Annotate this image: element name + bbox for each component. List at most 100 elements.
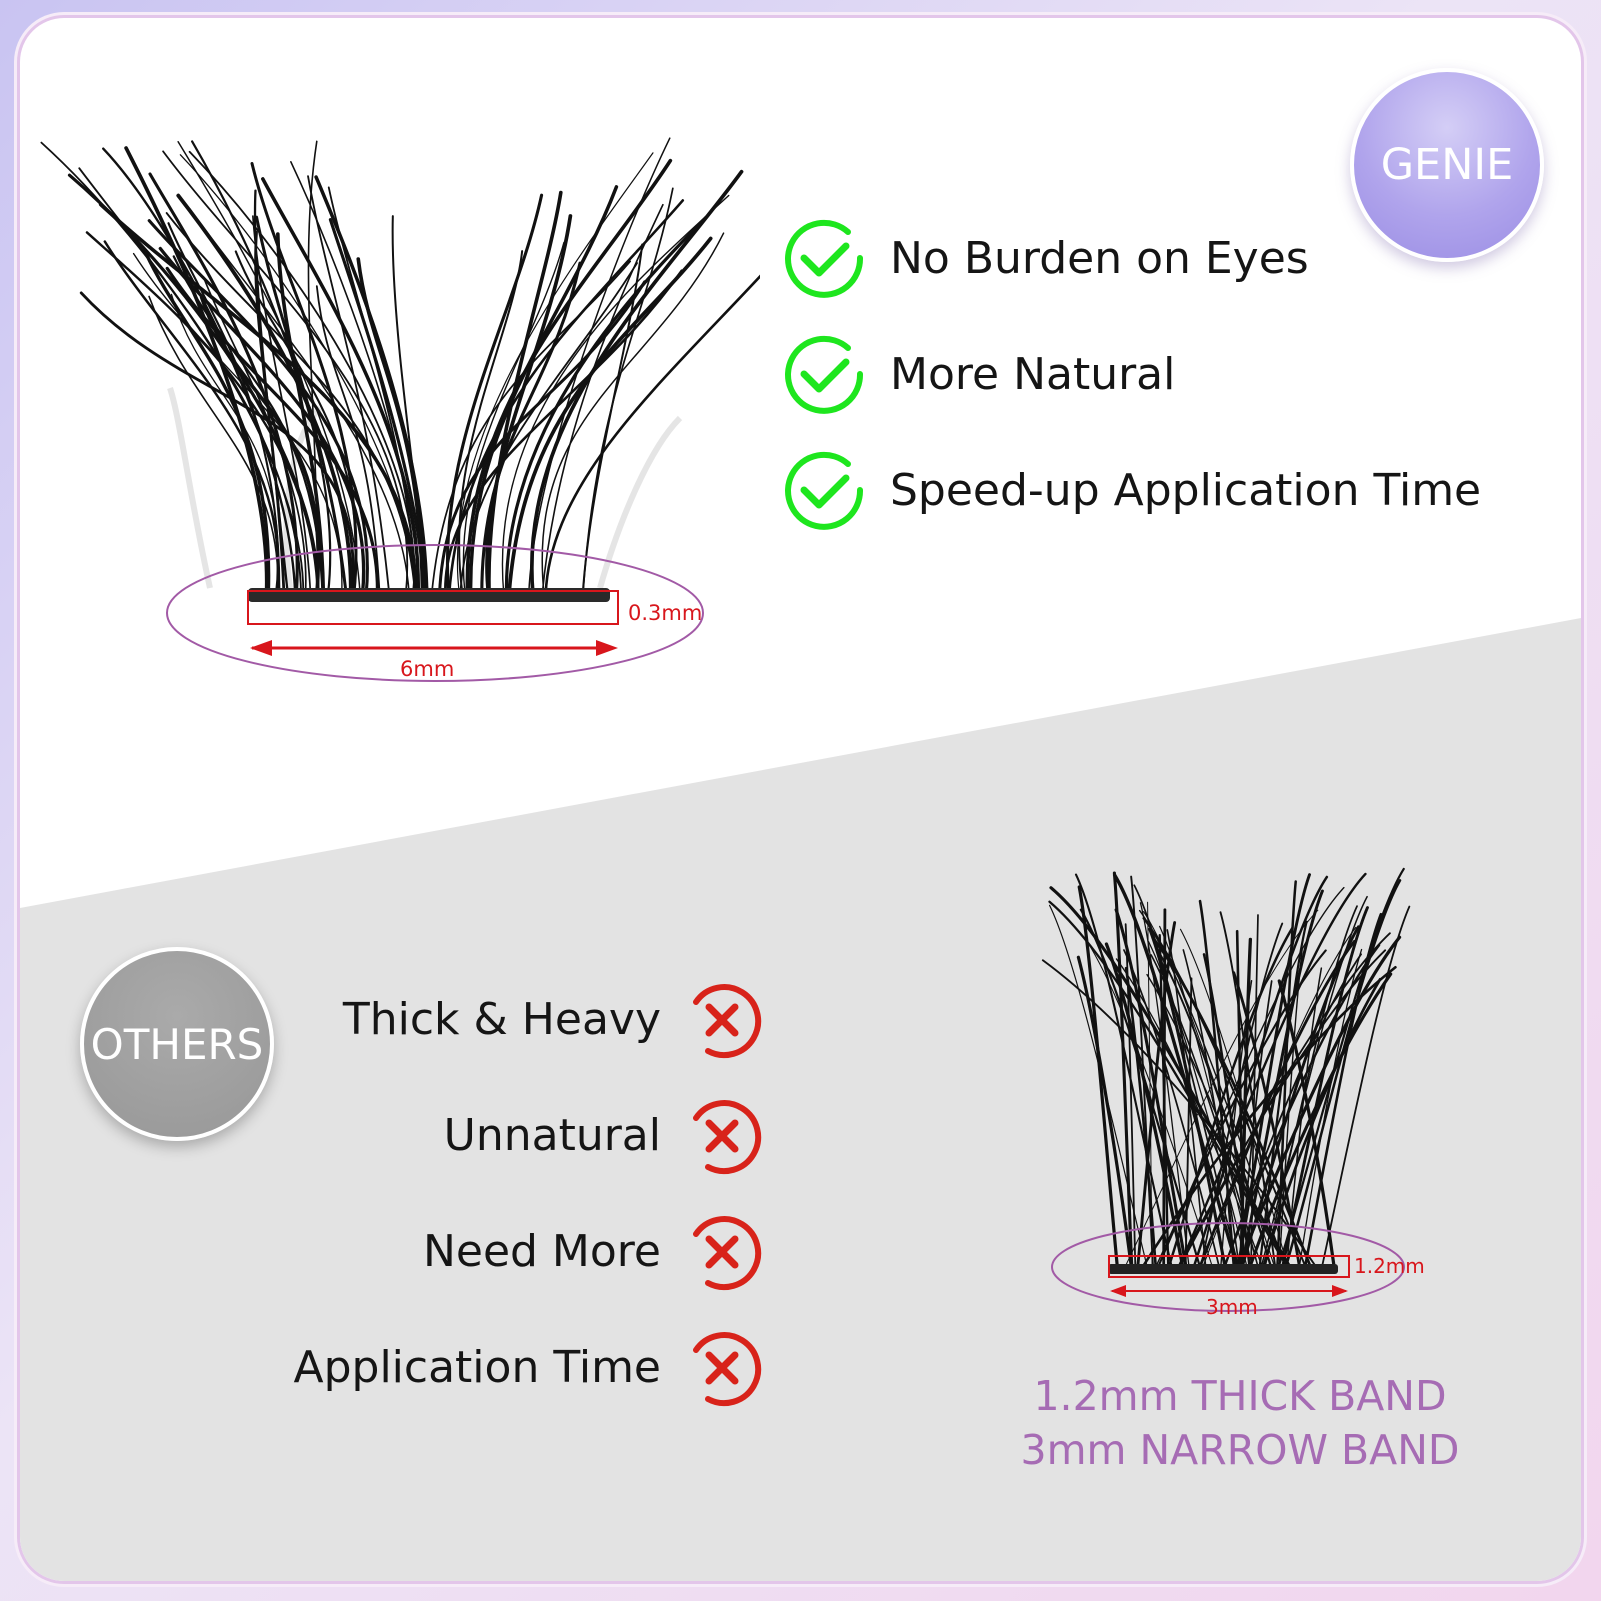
lash-strand bbox=[142, 247, 271, 596]
lash-strand bbox=[1198, 899, 1236, 1268]
band-note-thick: 1.2mm THICK BAND bbox=[1033, 1372, 1447, 1420]
lash-strand bbox=[102, 147, 297, 596]
lash-strand bbox=[276, 232, 326, 596]
lash-strand bbox=[1262, 977, 1382, 1268]
lower-panel-background bbox=[20, 618, 1581, 1581]
drawback-item: Application Time bbox=[20, 1328, 1581, 1408]
others-badge: OTHERS bbox=[80, 947, 274, 1141]
lash-strand bbox=[124, 146, 269, 596]
benefit-item: More Natural bbox=[782, 332, 1175, 416]
lash-strand bbox=[1224, 953, 1362, 1267]
others-lash-strands bbox=[1041, 867, 1411, 1268]
lash-strand bbox=[85, 231, 320, 596]
lash-strand bbox=[582, 187, 674, 595]
benefit-item: Speed-up Application Time bbox=[782, 448, 1481, 532]
lash-strand bbox=[430, 260, 632, 595]
band-note-narrow: 3mm NARROW BAND bbox=[1020, 1426, 1460, 1474]
lash-strand bbox=[147, 219, 369, 596]
lash-strand bbox=[158, 246, 366, 596]
check-circle-icon bbox=[785, 451, 864, 530]
lash-strand bbox=[1133, 884, 1240, 1267]
check-circle-icon bbox=[785, 219, 864, 298]
lash-strand bbox=[148, 295, 279, 595]
others-badge-label: OTHERS bbox=[90, 1019, 264, 1069]
lash-strand bbox=[1177, 872, 1367, 1268]
lash-strand bbox=[103, 240, 280, 596]
x-circle-icon bbox=[693, 1332, 762, 1407]
lash-strand bbox=[458, 250, 524, 595]
lash-strand bbox=[1184, 977, 1193, 1267]
lash-strand bbox=[1200, 922, 1284, 1267]
lash-strand bbox=[1167, 926, 1294, 1268]
lash-strand bbox=[79, 291, 355, 596]
lash-strand bbox=[1232, 971, 1301, 1268]
genie-measure-ellipse bbox=[166, 544, 704, 682]
lash-strand bbox=[1192, 875, 1329, 1268]
lash-strand bbox=[1236, 873, 1311, 1268]
lash-strand bbox=[1159, 925, 1253, 1267]
check-circle-icon bbox=[785, 335, 864, 414]
benefit-text: No Burden on Eyes bbox=[890, 232, 1309, 284]
lash-strand bbox=[148, 172, 299, 596]
lash-strand bbox=[261, 177, 420, 596]
genie-badge-label: GENIE bbox=[1380, 140, 1514, 190]
genie-badge: GENIE bbox=[1350, 68, 1544, 262]
lash-strand bbox=[504, 215, 708, 596]
lash-strand bbox=[254, 230, 286, 596]
lash-strand bbox=[176, 193, 353, 596]
genie-band-width-label: 6mm bbox=[400, 657, 454, 681]
lash-strand bbox=[1260, 895, 1368, 1267]
lash-strand bbox=[1240, 980, 1273, 1267]
lash-strand bbox=[541, 232, 725, 595]
lash-strand bbox=[1158, 934, 1170, 1268]
lash-strand bbox=[1114, 908, 1188, 1268]
lash-strand bbox=[1130, 875, 1154, 1267]
others-band-thickness-label: 1.2mm bbox=[1354, 1254, 1425, 1278]
lash-strand bbox=[1041, 959, 1317, 1267]
lash-strand bbox=[1182, 949, 1240, 1267]
lash-strand bbox=[544, 274, 760, 596]
lash-strand bbox=[1148, 927, 1227, 1268]
drawback-item: Need More bbox=[20, 1212, 1581, 1292]
others-lash-cluster-image: 1.2mm 3mm bbox=[1041, 867, 1425, 1319]
lash-strand bbox=[188, 207, 410, 595]
lash-strand bbox=[179, 154, 416, 595]
lash-strand bbox=[1258, 920, 1308, 1268]
lash-strand bbox=[1157, 949, 1327, 1268]
drawback-text: Need More bbox=[422, 1226, 661, 1277]
lash-strand bbox=[327, 186, 419, 595]
genie-lash-strands bbox=[40, 137, 760, 596]
lash-strand bbox=[1048, 900, 1288, 1268]
lash-strand bbox=[255, 215, 348, 596]
comparison-card: 0.3mm 6mm GENIE No Burden on Eyes More N… bbox=[20, 18, 1581, 1581]
drawback-text: Application Time bbox=[293, 1342, 661, 1393]
lash-strand bbox=[487, 190, 563, 596]
benefit-text: More Natural bbox=[890, 348, 1176, 400]
benefit-text: Speed-up Application Time bbox=[890, 464, 1482, 516]
lash-strand bbox=[468, 185, 619, 596]
lash-strand bbox=[1138, 909, 1286, 1267]
drawback-text: Thick & Heavy bbox=[342, 994, 661, 1045]
lash-strand bbox=[1147, 940, 1248, 1267]
x-circle-icon bbox=[693, 1216, 762, 1291]
drawback-item: Unnatural bbox=[20, 1096, 1581, 1176]
lash-strand bbox=[529, 169, 744, 596]
lash-strand bbox=[501, 194, 730, 595]
lash-strand bbox=[1139, 902, 1190, 1267]
lash-strand bbox=[234, 250, 358, 596]
others-lash-band bbox=[1108, 1264, 1338, 1274]
lash-strand bbox=[191, 140, 332, 596]
lash-strand bbox=[438, 280, 647, 596]
lash-strand bbox=[290, 160, 421, 595]
lash-strand bbox=[1124, 923, 1137, 1267]
lash-strand bbox=[315, 285, 381, 595]
drawback-item: Thick & Heavy bbox=[20, 980, 1581, 1060]
x-circle-icon bbox=[693, 984, 762, 1059]
lash-strand bbox=[1049, 904, 1148, 1267]
genie-band-thickness-label: 0.3mm bbox=[628, 601, 702, 625]
lash-strand bbox=[485, 214, 573, 596]
lash-strand bbox=[1277, 867, 1405, 1268]
lash-strand bbox=[356, 257, 425, 596]
others-band-outline bbox=[1108, 1255, 1350, 1278]
lash-strand bbox=[1124, 966, 1157, 1268]
